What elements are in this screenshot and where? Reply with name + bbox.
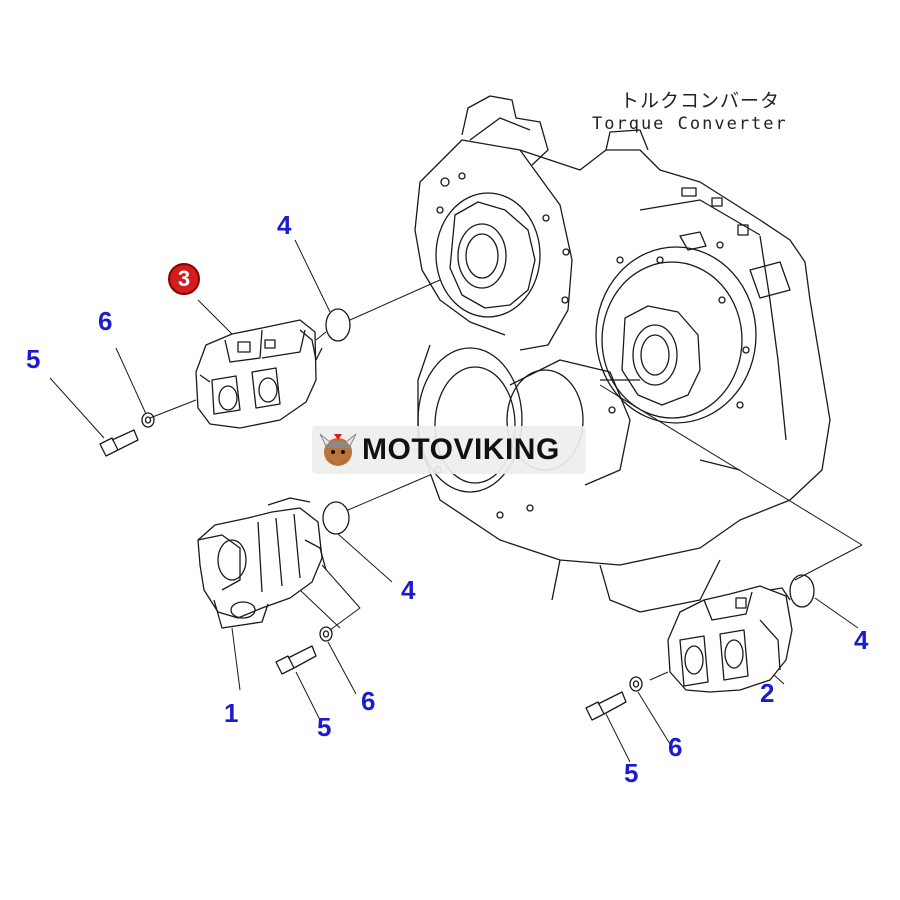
callout-part-6-left: 6 xyxy=(98,306,113,336)
callout-part-2: 2 xyxy=(760,678,775,708)
pump-part-1 xyxy=(197,497,327,629)
pump-part-2 xyxy=(667,585,793,693)
pump-part-3 xyxy=(195,319,323,429)
callout-part-3-highlighted: 3 xyxy=(168,263,200,295)
torque-converter-housing xyxy=(414,95,831,613)
callout-part-4-top: 4 xyxy=(277,210,292,240)
viking-mascot-icon xyxy=(319,433,357,466)
brand-watermark: MOTOVIKING xyxy=(312,426,586,474)
leader-lines xyxy=(49,239,863,763)
title-japanese: トルクコンバータ xyxy=(620,90,781,112)
callout-part-4-middle: 4 xyxy=(401,575,416,605)
callout-part-4-right: 4 xyxy=(854,625,869,655)
callout-part-6-right: 6 xyxy=(668,732,683,762)
title-english: Torque Converter xyxy=(592,114,788,134)
bolts xyxy=(99,429,627,721)
brand-watermark-text: MOTOVIKING xyxy=(362,433,560,466)
callout-part-1: 1 xyxy=(224,698,239,728)
o-rings xyxy=(322,308,815,608)
callout-part-6-middle: 6 xyxy=(361,686,376,716)
callout-part-5-right: 5 xyxy=(624,758,639,788)
washers xyxy=(141,412,643,692)
callout-part-5-middle: 5 xyxy=(317,712,332,742)
callout-part-5-left: 5 xyxy=(26,344,41,374)
